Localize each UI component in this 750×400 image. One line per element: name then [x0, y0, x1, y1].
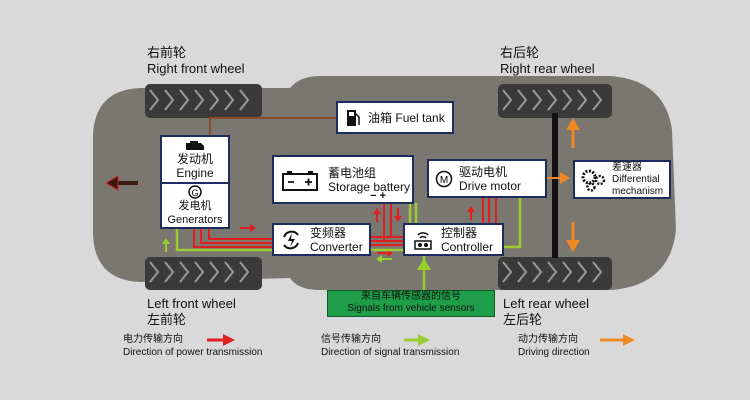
svg-text:M: M: [440, 175, 448, 186]
wheels: [145, 84, 612, 290]
svg-text:G: G: [191, 188, 198, 198]
wheel-left-front: [145, 257, 262, 290]
fuel-tank-box: 油箱 Fuel tank: [336, 101, 454, 134]
forward-arrow: [105, 175, 138, 191]
legend-arrows: [207, 334, 635, 346]
drive-arrows: [533, 118, 580, 252]
battery-icon: [282, 170, 318, 191]
gears-icon: [581, 169, 606, 192]
wheel-right-front: [145, 84, 262, 118]
power-arrows: [240, 206, 475, 257]
signal-arrows: [162, 238, 431, 270]
power-lines: [193, 197, 497, 248]
motor-m-icon: M: [435, 170, 453, 187]
engine-icon: [186, 140, 204, 150]
fuel-pump-icon: [347, 109, 360, 126]
converter-icon: [283, 230, 299, 249]
controller-icon: [414, 231, 432, 250]
fuel-line: [209, 117, 336, 135]
generator-g-icon: G: [188, 184, 202, 199]
rear-axle: [552, 113, 558, 258]
battery-terminals: − +: [370, 190, 386, 202]
